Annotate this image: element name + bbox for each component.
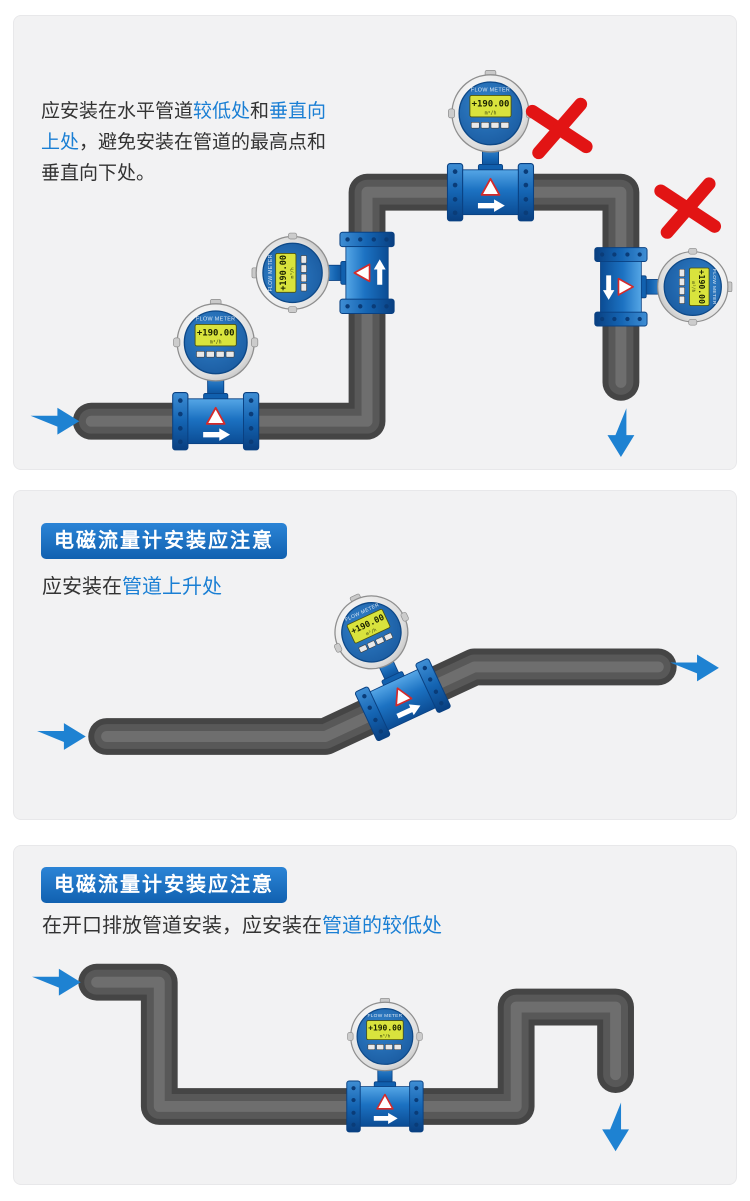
flow-arrow-down-icon — [607, 408, 635, 458]
pipe-diagram-horizontal-vertical — [30, 69, 733, 458]
text-segment: 在开口排放管道安装，应安装在 — [42, 915, 322, 937]
flow-meter-high-point — [446, 69, 535, 222]
flow-arrow-down-icon — [602, 1102, 629, 1152]
text-segment-highlight: 管道的较低处 — [322, 915, 442, 937]
flow-arrow-right-icon — [32, 968, 81, 996]
text-segment: ，避免安装在管道的最高点和垂直向下处。 — [41, 132, 327, 184]
flow-arrow-right-icon — [37, 723, 86, 750]
flow-meter-vertical-down — [593, 246, 733, 327]
install-instruction-text: 应安装在水平管道较低处和垂直向上处，避免安装在管道的最高点和垂直向下处。 — [41, 96, 334, 189]
error-x-icon — [661, 184, 715, 233]
text-segment-highlight: 管道上升处 — [122, 576, 222, 598]
error-x-icon — [532, 104, 586, 153]
text-segment-highlight: 垂直向上处 — [41, 101, 327, 153]
text-segment-highlight: 较低处 — [193, 101, 251, 122]
panel-rising-pipe-install: 电磁流量计安装应注意 应安装在管道上升处 — [13, 490, 737, 820]
install-instruction-text: 应安装在管道上升处 — [42, 570, 222, 599]
panel-open-discharge-install: 电磁流量计安装应注意 在开口排放管道安装，应安装在管道的较低处 — [13, 845, 737, 1185]
panel-horizontal-vertical-install: 应安装在水平管道较低处和垂直向上处，避免安装在管道的最高点和垂直向下处。 — [13, 15, 737, 470]
text-segment: 应安装在水平管道 — [41, 101, 194, 122]
notice-badge: 电磁流量计安装应注意 — [41, 867, 287, 903]
install-instruction-text: 在开口排放管道安装，应安装在管道的较低处 — [42, 909, 442, 938]
flow-meter-low-point — [345, 997, 424, 1133]
flow-meter-vertical-up — [251, 231, 395, 315]
text-segment: 和 — [250, 101, 270, 122]
text-segment: 应安装在 — [42, 576, 122, 598]
flow-arrow-right-icon — [670, 654, 719, 682]
flow-meter-horizontal-low — [171, 298, 260, 451]
flow-arrow-right-icon — [30, 407, 80, 435]
notice-badge: 电磁流量计安装应注意 — [41, 523, 287, 559]
